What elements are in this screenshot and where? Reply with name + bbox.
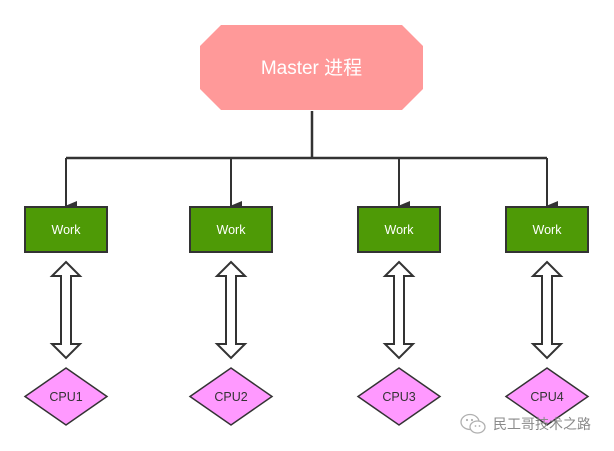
worker-label-1: Work: [52, 223, 82, 237]
cpu-label-2: CPU2: [214, 390, 247, 404]
watermark-text: 民工哥技术之路: [493, 417, 591, 433]
cpu-diamond-2: [188, 367, 274, 426]
worker-label-4: Work: [533, 223, 563, 237]
worker-box-2: [189, 206, 273, 253]
watermark: 民工哥技术之路: [459, 413, 591, 435]
cpu-label-1: CPU1: [49, 390, 82, 404]
bidirectional-arrow-1: [49, 260, 83, 360]
master-node: Master 进程: [200, 25, 423, 110]
worker-box-4: [505, 206, 589, 253]
cpu-diamond-4: [504, 367, 590, 426]
worker-box-3: [357, 206, 441, 253]
cpu-label-3: CPU3: [382, 390, 415, 404]
bidirectional-arrow-2: [214, 260, 248, 360]
bidirectional-arrow-4: [530, 260, 564, 360]
bidirectional-arrow-3: [382, 260, 416, 360]
cpu-diamond-3: [356, 367, 442, 426]
worker-label-3: Work: [385, 223, 415, 237]
master-label: Master 进程: [261, 57, 362, 79]
worker-box-1: [24, 206, 108, 253]
master-octagon: [200, 25, 423, 110]
worker-label-2: Work: [217, 223, 247, 237]
cpu-label-4: CPU4: [530, 390, 563, 404]
wechat-icon: [460, 413, 486, 434]
cpu-diamond-1: [23, 367, 109, 426]
